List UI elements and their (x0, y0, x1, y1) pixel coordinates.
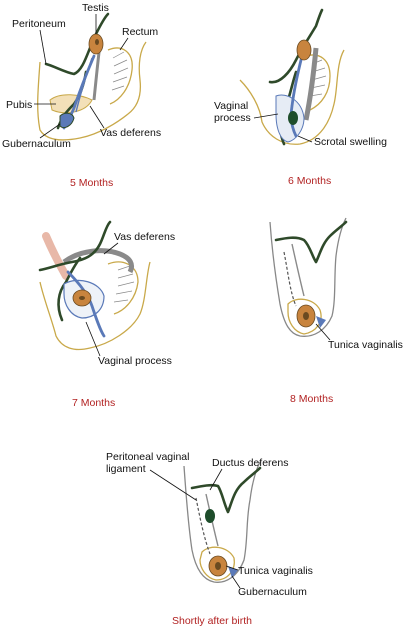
peritoneum-fold (57, 256, 82, 322)
pubis-shape (49, 94, 93, 114)
label-gubernaculum: Gubernaculum (238, 586, 307, 598)
caption-8-months: 8 Months (290, 393, 333, 405)
scrotum-outline (287, 298, 322, 335)
panel-shortly-after-birth: Peritoneal vaginal ligament Ductus defer… (106, 451, 313, 627)
gray-band (303, 47, 319, 121)
caption-6-months: 6 Months (288, 175, 331, 187)
pink-band (42, 232, 70, 280)
label-peritoneal-vaginal-ligament-2: ligament (106, 463, 146, 475)
label-pubis: Pubis (6, 99, 32, 111)
label-peritoneum: Peritoneum (12, 18, 66, 30)
gray-band (62, 248, 135, 274)
testis-detail (95, 39, 99, 45)
testis-detail (79, 296, 85, 300)
testis-detail (303, 312, 309, 320)
body-outline (39, 261, 151, 351)
label-ductus-deferens: Ductus deferens (212, 457, 288, 469)
gubernaculum (59, 112, 75, 129)
peritoneum-line (274, 220, 348, 264)
rectum-outline (107, 47, 133, 105)
label-gubernaculum: Gubernaculum (2, 138, 71, 150)
caption-5-months: 5 Months (70, 177, 113, 189)
peritoneum-line (44, 12, 110, 76)
gubernaculum (316, 316, 326, 328)
panel-5-months: Peritoneum Testis Rectum Pubis Vas defer… (2, 2, 161, 189)
vas-deferens (289, 54, 304, 138)
caption-shortly-after-birth: Shortly after birth (172, 615, 252, 627)
body-outline (269, 217, 347, 337)
caption-7-months: 7 Months (72, 397, 115, 409)
label-tunica-vaginalis: Tunica vaginalis (328, 339, 403, 351)
scrotum-outline (199, 546, 235, 581)
label-vaginal-process-2: process (214, 112, 251, 124)
panel-7-months: Vas deferens Vaginal process 7 Months (38, 220, 175, 409)
label-vas-deferens: Vas deferens (100, 127, 161, 139)
label-scrotal-swelling: Scrotal swelling (314, 136, 387, 148)
body-outline (239, 49, 345, 145)
peritoneal-vaginal-ligament (195, 497, 211, 555)
vas-deferens (66, 270, 106, 338)
rectum-hatching (113, 265, 135, 303)
peritoneum-line (38, 220, 112, 272)
label-vaginal-process: Vaginal process (98, 355, 172, 367)
label-tunica-vaginalis: Tunica vaginalis (238, 565, 313, 577)
label-rectum: Rectum (122, 26, 158, 38)
testis-inner (288, 111, 298, 125)
body-outline (37, 41, 147, 141)
label-testis: Testis (82, 2, 109, 14)
panel-8-months: Tunica vaginalis 8 Months (269, 217, 403, 405)
rectum-outline (107, 261, 139, 315)
testis-detail (215, 562, 221, 570)
vas-deferens-2 (75, 57, 93, 113)
inner-structure (205, 509, 215, 523)
panel-6-months: Vaginal process Scrotal swelling 6 Month… (214, 8, 387, 187)
label-vas-deferens: Vas deferens (114, 231, 175, 243)
peritoneum-line (190, 466, 262, 514)
body-outline (183, 461, 261, 583)
label-vaginal-process-1: Vaginal (214, 100, 248, 112)
vas-deferens (291, 243, 305, 297)
label-peritoneal-vaginal-ligament-1: Peritoneal vaginal (106, 451, 189, 463)
rectum-hatching (111, 51, 129, 91)
peritoneal-ligament (283, 251, 297, 307)
testis (296, 39, 312, 61)
